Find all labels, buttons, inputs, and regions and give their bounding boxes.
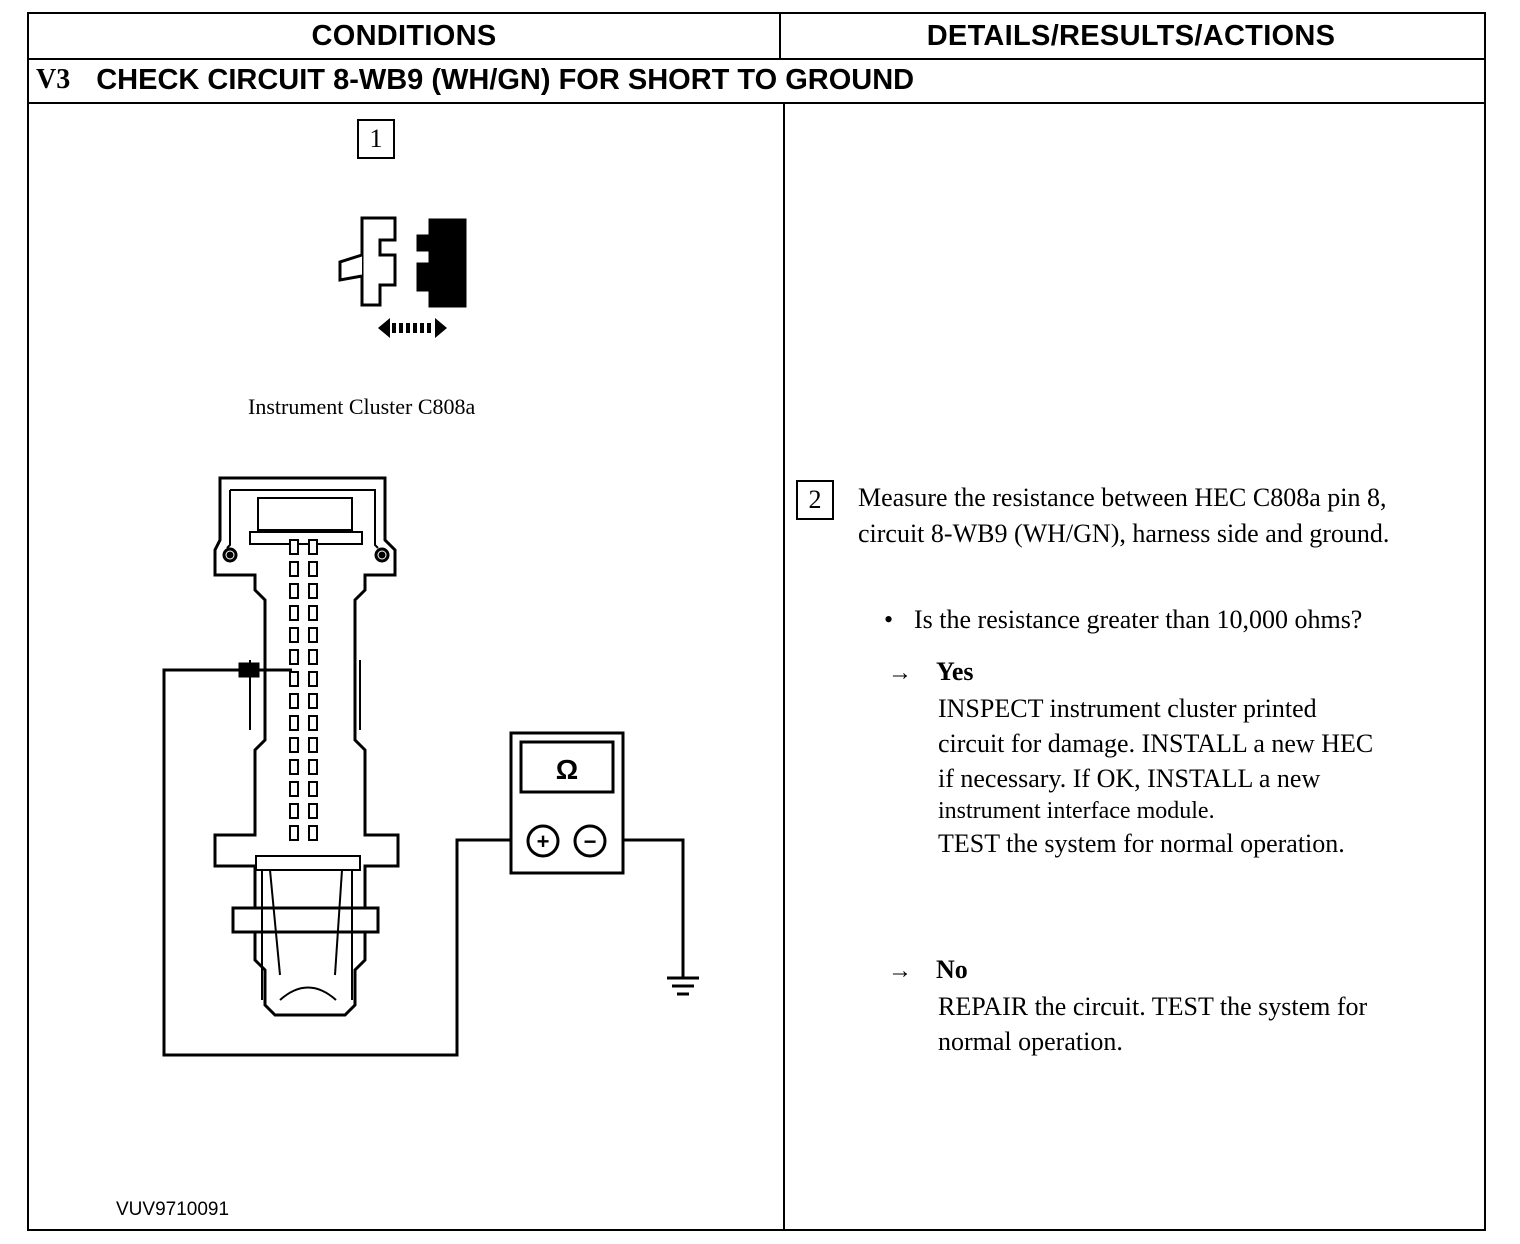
ground-icon	[667, 976, 699, 996]
details-text: Measure the resistance between HEC C808a…	[858, 480, 1458, 1056]
details-header: DETAILS/RESULTS/ACTIONS	[926, 19, 1336, 52]
header-divider	[27, 58, 1484, 60]
measure-instruction: Measure the resistance between HEC C808a…	[858, 483, 1390, 548]
header-column-divider	[779, 12, 781, 60]
figure-id: VUV9710091	[116, 1199, 230, 1220]
yes-line: INSPECT instrument cluster printed	[938, 694, 1317, 723]
arrow-right-icon: →	[888, 660, 912, 686]
test-title: CHECK CIRCUIT 8-WB9 (WH/GN) FOR SHORT TO…	[96, 63, 915, 96]
plus-terminal-icon	[526, 824, 560, 858]
no-line: REPAIR the circuit. TEST the system for	[938, 992, 1368, 1021]
body-column-divider	[783, 102, 785, 1229]
disconnect-connector-icon	[338, 216, 467, 308]
step-1-box: 1	[357, 119, 395, 159]
test-title-row: V3 CHECK CIRCUIT 8-WB9 (WH/GN) FOR SHORT…	[36, 60, 914, 100]
yes-branch: →Yes INSPECT instrument cluster printed …	[888, 654, 1373, 861]
yes-label: Yes	[936, 657, 974, 686]
test-code: V3	[36, 64, 71, 95]
yes-line: if necessary. If OK, INSTALL a new	[938, 764, 1321, 793]
question-bullet: • Is the resistance greater than 10,000 o…	[884, 602, 1362, 638]
yes-line: instrument interface module.	[938, 798, 1215, 824]
connector-pins	[289, 539, 318, 841]
yes-line: circuit for damage. INSTALL a new HEC	[938, 729, 1374, 758]
minus-symbol: −	[584, 829, 597, 854]
test-lead-wires	[162, 668, 685, 1057]
connector-caption: Instrument Cluster C808a	[248, 394, 476, 419]
bullet-icon: •	[884, 605, 894, 634]
no-line: normal operation.	[938, 1027, 1123, 1056]
minus-terminal-icon	[573, 824, 607, 858]
conditions-header: CONDITIONS	[311, 19, 497, 52]
connector-housing	[213, 476, 400, 1017]
title-divider	[27, 102, 1484, 104]
double-arrow-icon	[378, 318, 447, 338]
no-label: No	[936, 955, 968, 984]
table-frame	[27, 12, 1486, 1231]
yes-line: TEST the system for normal operation.	[938, 829, 1345, 858]
no-branch: → No REPAIR the circuit. TEST the system …	[888, 952, 1367, 1059]
ohm-symbol: Ω	[556, 754, 578, 785]
question-text: Is the resistance greater than 10,000 oh…	[914, 605, 1363, 634]
step-2-box: 2	[796, 480, 834, 520]
ohmmeter	[509, 731, 625, 875]
plus-symbol: +	[537, 829, 550, 854]
arrow-right-icon: →	[888, 958, 912, 984]
